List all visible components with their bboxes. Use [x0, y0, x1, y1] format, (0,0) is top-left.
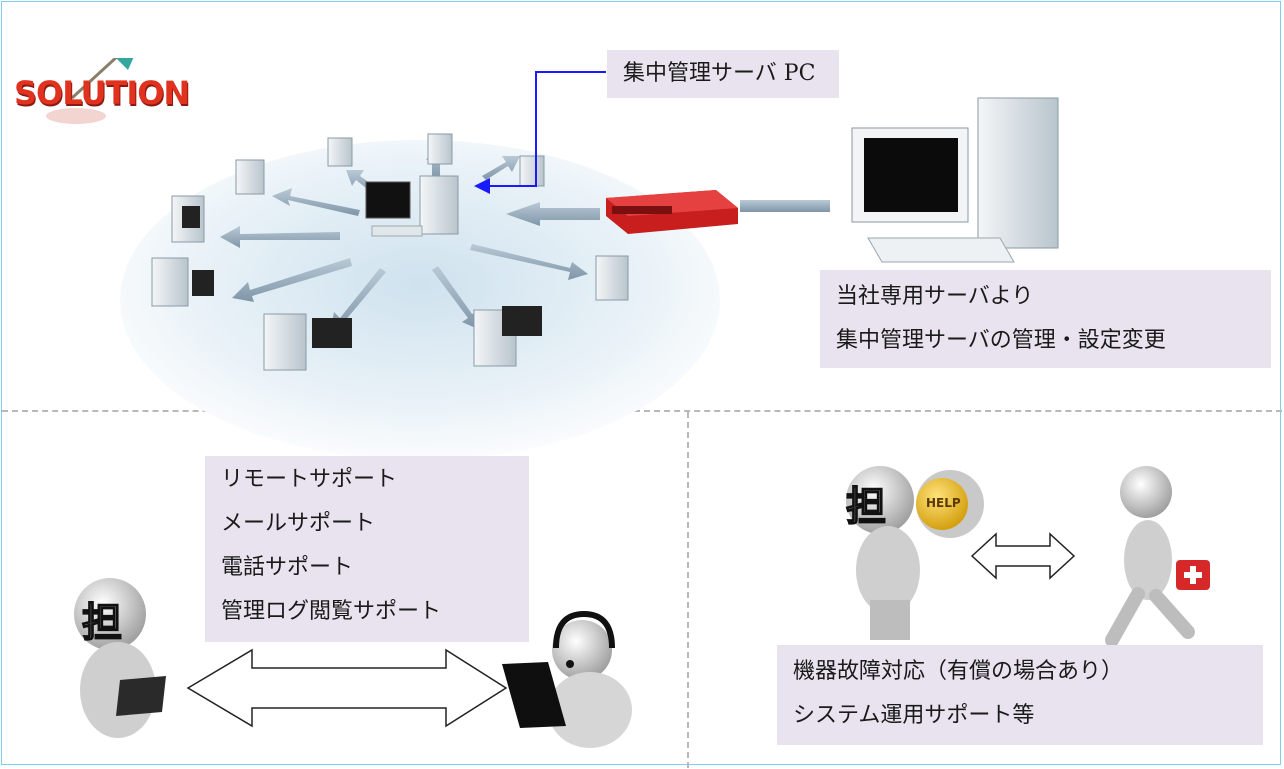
dedicated-server-pc [851, 97, 1059, 263]
dedicated-server-label: 当社専用サーバより 集中管理サーバの管理・設定変更 [820, 270, 1271, 368]
running-rescuer [1105, 466, 1210, 647]
solution-logo: SOLUTION [12, 52, 198, 132]
support-operator [502, 610, 632, 748]
help-button-text: HELP [926, 496, 961, 510]
support-label: リモートサポート メールサポート 電話サポート 管理ログ閲覧サポート [205, 456, 529, 642]
section-divider-horizontal [2, 410, 1282, 412]
router [606, 190, 738, 234]
person-left-char: 担 [81, 599, 123, 647]
pointer-arrow [474, 71, 606, 194]
section-divider-vertical [687, 412, 689, 768]
help-button [916, 470, 984, 538]
client-screens [182, 206, 542, 348]
support-line-2: メールサポート [221, 511, 376, 536]
support-line-4: 管理ログ閲覧サポート [221, 599, 442, 624]
logo-text: SOLUTION [14, 74, 190, 112]
central-server-pc [365, 175, 459, 237]
dedicated-server-line-1: 当社専用サーバより [836, 284, 1034, 309]
dedicated-server-line-2: 集中管理サーバの管理・設定変更 [836, 328, 1166, 353]
double-arrow-support [186, 648, 508, 728]
failure-line-1: 機器故障対応（有償の場合あり） [793, 659, 1124, 684]
double-arrow-failure [970, 532, 1076, 580]
central-server-label: 集中管理サーバ PC [607, 50, 839, 98]
failure-line-2: システム運用サポート等 [793, 703, 1035, 728]
support-line-3: 電話サポート [221, 555, 354, 580]
central-server-label-text: 集中管理サーバ PC [623, 61, 816, 86]
failure-label: 機器故障対応（有償の場合あり） システム運用サポート等 [777, 645, 1263, 745]
person-right-char: 担 [845, 483, 887, 531]
staff-person-right [846, 466, 920, 640]
support-line-1: リモートサポート [221, 467, 398, 492]
staff-person-left [74, 578, 166, 738]
